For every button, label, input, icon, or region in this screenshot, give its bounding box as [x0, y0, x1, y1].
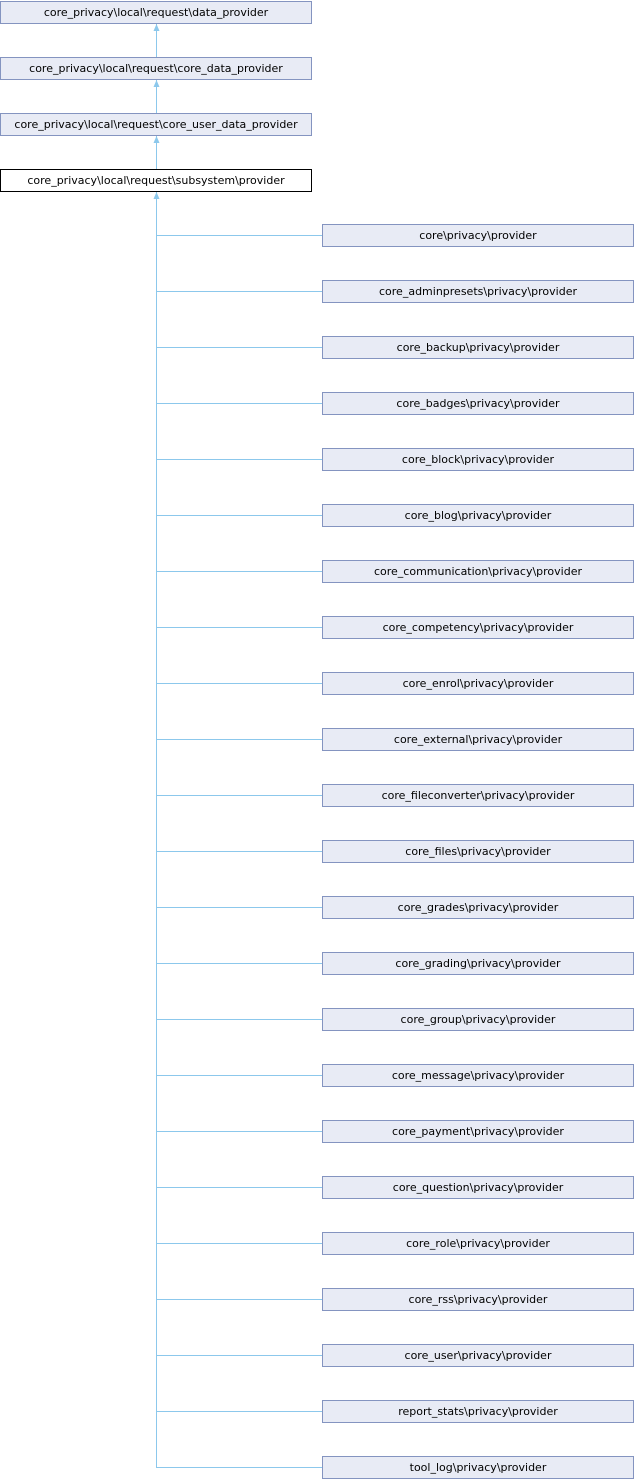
- derived-class-box[interactable]: core_block\privacy\provider: [322, 448, 634, 471]
- derived-class-box[interactable]: core_competency\privacy\provider: [322, 616, 634, 639]
- derived-class-box[interactable]: core_role\privacy\provider: [322, 1232, 634, 1255]
- ancestor-class-box[interactable]: core_privacy\local\request\core_data_pro…: [0, 57, 312, 80]
- ancestor-class-box[interactable]: core_privacy\local\request\data_provider: [0, 1, 312, 24]
- derived-class-box[interactable]: core_blog\privacy\provider: [322, 504, 634, 527]
- current-class-box[interactable]: core_privacy\local\request\subsystem\pro…: [0, 169, 312, 192]
- derived-class-box[interactable]: tool_log\privacy\provider: [322, 1456, 634, 1479]
- derived-class-box[interactable]: report_stats\privacy\provider: [322, 1400, 634, 1423]
- derived-class-box[interactable]: core_badges\privacy\provider: [322, 392, 634, 415]
- derived-class-box[interactable]: core_grading\privacy\provider: [322, 952, 634, 975]
- derived-class-box[interactable]: core_backup\privacy\provider: [322, 336, 634, 359]
- ancestor-class-box[interactable]: core_privacy\local\request\core_user_dat…: [0, 113, 312, 136]
- derived-class-box[interactable]: core_communication\privacy\provider: [322, 560, 634, 583]
- derived-class-box[interactable]: core\privacy\provider: [322, 224, 634, 247]
- derived-class-box[interactable]: core_adminpresets\privacy\provider: [322, 280, 634, 303]
- derived-class-box[interactable]: core_fileconverter\privacy\provider: [322, 784, 634, 807]
- derived-class-box[interactable]: core_group\privacy\provider: [322, 1008, 634, 1031]
- derived-class-box[interactable]: core_grades\privacy\provider: [322, 896, 634, 919]
- derived-class-box[interactable]: core_user\privacy\provider: [322, 1344, 634, 1367]
- inheritance-arrowhead: [153, 80, 160, 87]
- derived-class-box[interactable]: core_rss\privacy\provider: [322, 1288, 634, 1311]
- derived-class-box[interactable]: core_enrol\privacy\provider: [322, 672, 634, 695]
- derived-class-box[interactable]: core_message\privacy\provider: [322, 1064, 634, 1087]
- derived-class-box[interactable]: core_files\privacy\provider: [322, 840, 634, 863]
- derived-class-box[interactable]: core_payment\privacy\provider: [322, 1120, 634, 1143]
- inheritance-arrowhead: [153, 136, 160, 143]
- inheritance-arrowhead: [153, 24, 160, 31]
- derived-class-box[interactable]: core_question\privacy\provider: [322, 1176, 634, 1199]
- derived-class-box[interactable]: core_external\privacy\provider: [322, 728, 634, 751]
